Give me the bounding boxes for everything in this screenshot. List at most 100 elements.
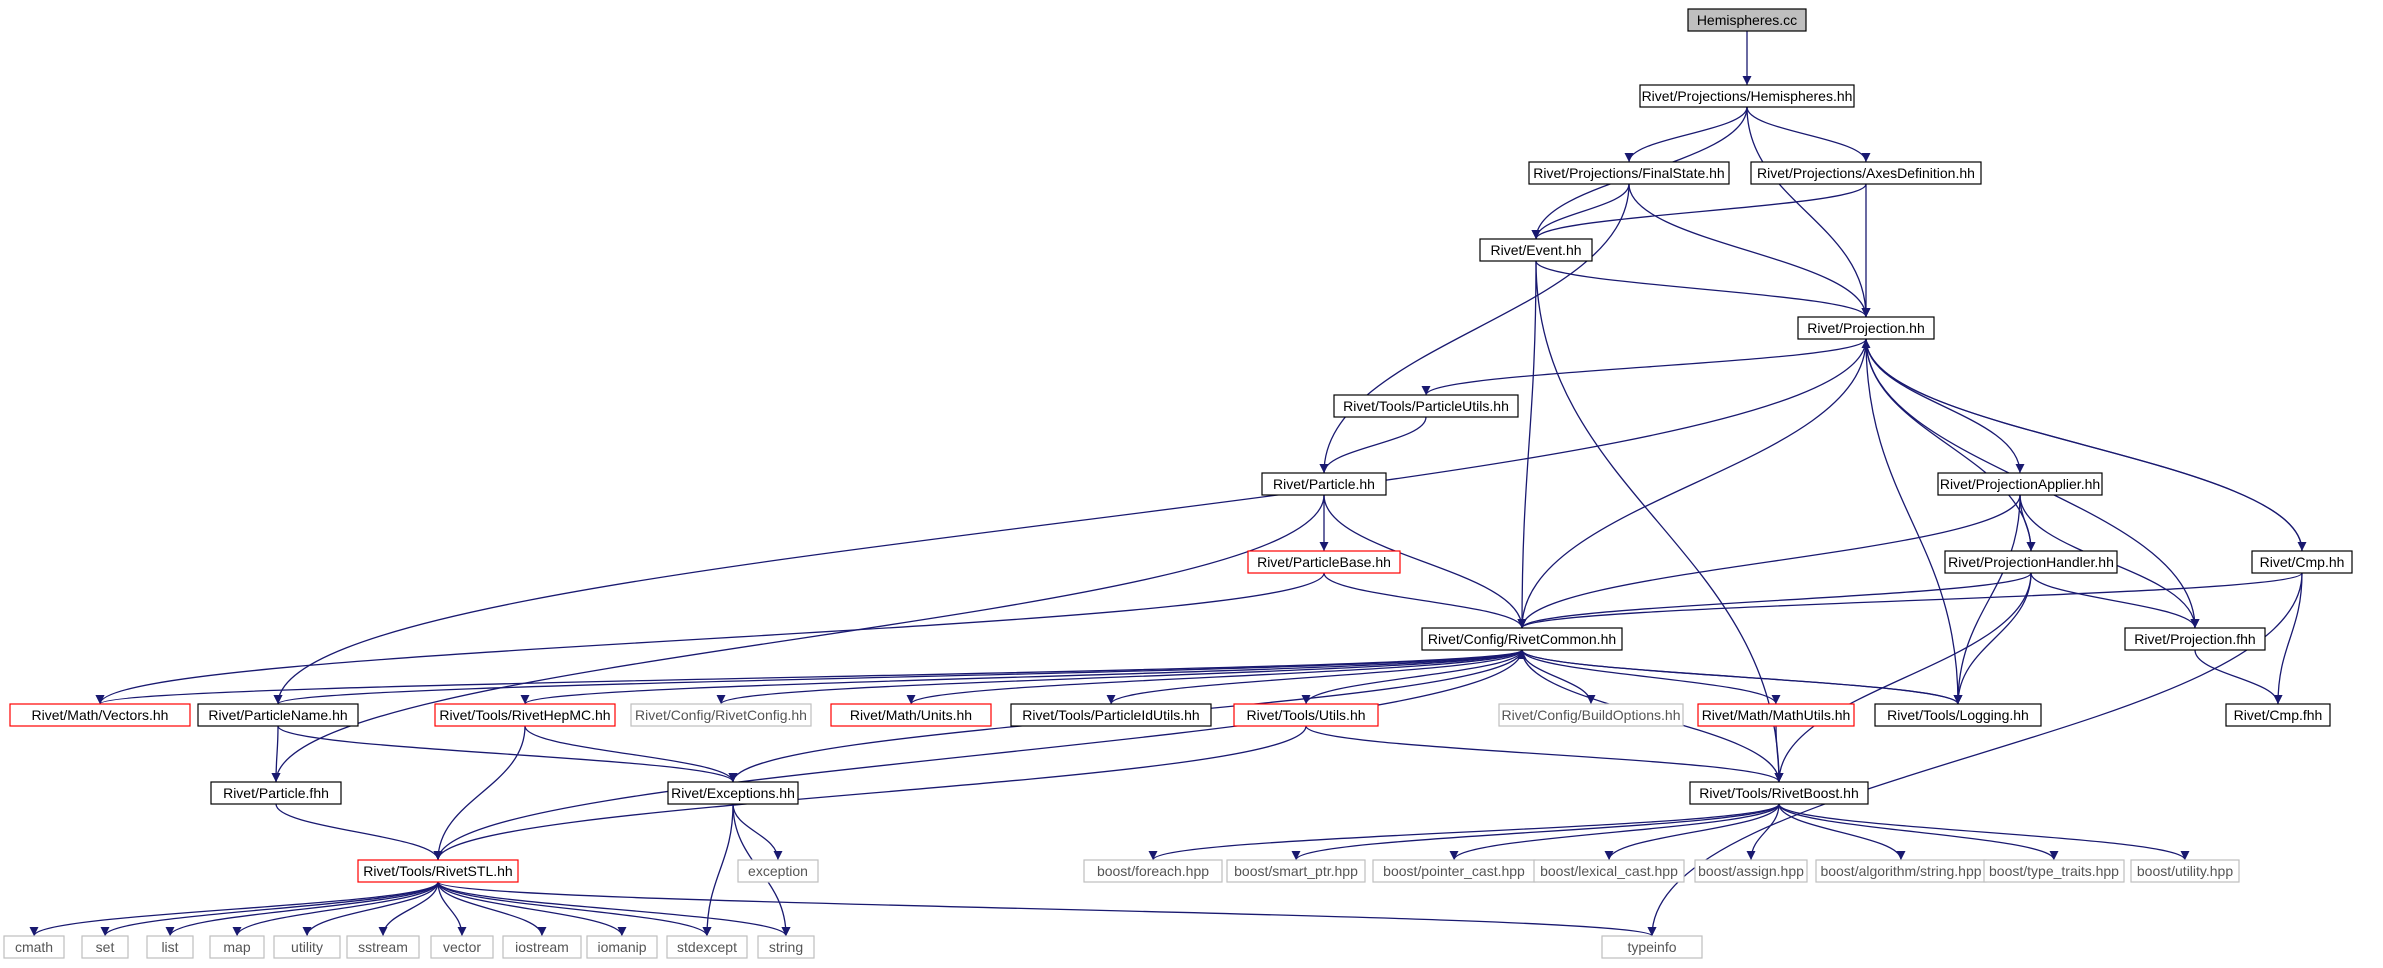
node-rivet-tools-logging-hh[interactable]: Rivet/Tools/Logging.hh <box>1874 703 2042 727</box>
node-label: Rivet/Event.hh <box>1490 242 1581 258</box>
node-box <box>1010 703 1212 727</box>
edge-rivet-projection-fhh-to-rivet-cmp-fhh <box>2194 649 2283 705</box>
node-cmath: cmath <box>3 935 65 959</box>
edge-rivet-projections-axesdefinition-hh-to-rivet-event-hh <box>1531 183 1867 240</box>
edge-rivet-tools-rivetstl-hh-to-typeinfo <box>437 881 1657 937</box>
node-rivet-math-units-hh[interactable]: Rivet/Math/Units.hh <box>830 703 992 727</box>
node-rivet-tools-particleidutils-hh[interactable]: Rivet/Tools/ParticleIdUtils.hh <box>1010 703 1212 727</box>
node-rivet-event-hh[interactable]: Rivet/Event.hh <box>1479 238 1593 262</box>
node-box <box>1498 703 1684 727</box>
node-label: Rivet/ProjectionApplier.hh <box>1940 476 2100 492</box>
node-rivet-config-rivetcommon-hh[interactable]: Rivet/Config/RivetCommon.hh <box>1421 627 1623 651</box>
node-iostream: iostream <box>502 935 582 959</box>
node-iomanip: iomanip <box>586 935 658 959</box>
edge-rivet-config-rivetcommon-hh-to-rivet-tools-rivetstl-hh <box>433 649 1523 861</box>
edge-rivet-tools-rivetboost-hh-to-boost-algorithm-string-hpp <box>1778 803 1906 861</box>
node-box <box>737 859 819 883</box>
node-label: Rivet/Particle.hh <box>1273 476 1375 492</box>
node-box <box>1944 550 2118 574</box>
node-box <box>209 935 265 959</box>
node-label: vector <box>443 939 481 955</box>
node-rivet-tools-utils-hh[interactable]: Rivet/Tools/Utils.hh <box>1233 703 1379 727</box>
edge-rivet-tools-rivetstl-hh-to-iostream <box>437 881 547 937</box>
edge-rivet-config-rivetcommon-hh-to-rivet-config-rivetconfig-hh <box>716 649 1523 705</box>
edge-rivet-config-rivetcommon-hh-to-rivet-tools-rivethepmc-hh <box>520 649 1523 705</box>
node-hemispheres-cc[interactable]: Hemispheres.cc <box>1687 8 1807 32</box>
edge-rivet-config-rivetcommon-hh-to-rivet-math-mathutils-hh <box>1521 649 1781 705</box>
node-rivet-math-vectors-hh[interactable]: Rivet/Math/Vectors.hh <box>9 703 191 727</box>
node-label: boost/smart_ptr.hpp <box>1234 863 1358 879</box>
edge-rivet-tools-rivetboost-hh-to-boost-assign-hpp <box>1746 803 1780 861</box>
node-box <box>1233 703 1379 727</box>
node-box <box>81 935 129 959</box>
node-label: Rivet/Math/Vectors.hh <box>32 707 169 723</box>
node-rivet-tools-rivethepmc-hh[interactable]: Rivet/Tools/RivetHepMC.hh <box>434 703 616 727</box>
node-box <box>1083 859 1223 883</box>
node-label: Rivet/ProjectionHandler.hh <box>1948 554 2114 570</box>
node-rivet-config-rivetconfig-hh: Rivet/Config/RivetConfig.hh <box>630 703 812 727</box>
node-rivet-tools-rivetboost-hh[interactable]: Rivet/Tools/RivetBoost.hh <box>1689 781 1869 805</box>
edge-rivet-tools-rivethepmc-hh-to-rivet-tools-rivetstl-hh <box>433 725 526 861</box>
node-rivet-projection-hh[interactable]: Rivet/Projection.hh <box>1797 316 1935 340</box>
edge-rivet-projections-hemispheres-hh-to-rivet-projections-axesdefinition-hh <box>1746 106 1871 163</box>
edge-rivet-tools-particleutils-hh-to-rivet-particle-hh <box>1319 416 1427 474</box>
edge-rivet-projections-hemispheres-hh-to-rivet-projection-hh <box>1746 106 1871 318</box>
node-box <box>2130 859 2240 883</box>
node-box <box>1750 161 1982 185</box>
node-box <box>757 935 815 959</box>
node-label: Rivet/Tools/ParticleIdUtils.hh <box>1022 707 1199 723</box>
node-label: boost/assign.hpp <box>1698 863 1804 879</box>
node-rivet-projection-fhh[interactable]: Rivet/Projection.fhh <box>2124 627 2266 651</box>
node-box <box>2225 703 2331 727</box>
node-rivet-particlename-hh[interactable]: Rivet/ParticleName.hh <box>197 703 359 727</box>
node-label: exception <box>748 863 808 879</box>
edge-rivet-tools-rivetboost-hh-to-boost-lexical-cast-hpp <box>1604 803 1780 861</box>
node-rivet-projections-finalstate-hh[interactable]: Rivet/Projections/FinalState.hh <box>1528 161 1730 185</box>
node-label: boost/utility.hpp <box>2137 863 2233 879</box>
node-rivet-particle-hh[interactable]: Rivet/Particle.hh <box>1261 472 1387 496</box>
node-box <box>1797 316 1935 340</box>
node-boost-type-traits-hpp: boost/type_traits.hpp <box>1983 859 2125 883</box>
edge-rivet-config-rivetcommon-hh-to-rivet-tools-utils-hh <box>1301 649 1523 705</box>
edge-rivet-cmp-hh-to-rivet-cmp-fhh <box>2273 572 2303 705</box>
edge-rivet-tools-rivetstl-hh-to-stdexcept <box>437 881 712 937</box>
node-rivet-projections-hemispheres-hh[interactable]: Rivet/Projections/Hemispheres.hh <box>1639 84 1855 108</box>
node-rivet-tools-particleutils-hh[interactable]: Rivet/Tools/ParticleUtils.hh <box>1333 394 1519 418</box>
node-box <box>1937 472 2103 496</box>
node-rivet-particle-fhh[interactable]: Rivet/Particle.fhh <box>210 781 342 805</box>
node-rivet-cmp-fhh[interactable]: Rivet/Cmp.fhh <box>2225 703 2331 727</box>
node-box <box>210 781 342 805</box>
node-box <box>1639 84 1855 108</box>
node-box <box>1528 161 1730 185</box>
node-rivet-math-mathutils-hh[interactable]: Rivet/Math/MathUtils.hh <box>1697 703 1855 727</box>
node-box <box>630 703 812 727</box>
node-box <box>1983 859 2125 883</box>
edge-rivet-tools-rivetstl-hh-to-utility <box>302 881 439 937</box>
edge-rivet-tools-rivetstl-hh-to-string <box>437 881 791 937</box>
node-box <box>1333 394 1519 418</box>
node-rivet-cmp-hh[interactable]: Rivet/Cmp.hh <box>2251 550 2353 574</box>
node-box <box>357 859 519 883</box>
node-box <box>667 781 799 805</box>
node-rivet-projectionapplier-hh[interactable]: Rivet/ProjectionApplier.hh <box>1937 472 2103 496</box>
node-label: boost/type_traits.hpp <box>1989 863 2119 879</box>
edge-rivet-tools-rivetboost-hh-to-boost-pointer-cast-hpp <box>1449 803 1780 861</box>
node-label: Rivet/Projection.hh <box>1807 320 1925 336</box>
edge-rivet-projections-hemispheres-hh-to-rivet-projections-finalstate-hh <box>1624 106 1748 163</box>
node-set: set <box>81 935 129 959</box>
edge-rivet-projection-hh-to-rivet-config-rivetcommon-hh <box>1517 338 1867 629</box>
node-exception: exception <box>737 859 819 883</box>
edge-rivet-projections-finalstate-hh-to-rivet-projection-hh <box>1628 183 1871 318</box>
node-label: map <box>223 939 250 955</box>
node-rivet-exceptions-hh[interactable]: Rivet/Exceptions.hh <box>667 781 799 805</box>
node-rivet-tools-rivetstl-hh[interactable]: Rivet/Tools/RivetSTL.hh <box>357 859 519 883</box>
node-label: Hemispheres.cc <box>1697 12 1797 28</box>
edge-rivet-config-rivetcommon-hh-to-rivet-math-vectors-hh <box>95 649 1523 705</box>
node-box <box>666 935 748 959</box>
edge-rivet-projection-hh-to-rivet-particlename-hh <box>273 338 1867 705</box>
node-label: Rivet/Tools/RivetBoost.hh <box>1699 785 1859 801</box>
node-box <box>502 935 582 959</box>
node-rivet-particlebase-hh[interactable]: Rivet/ParticleBase.hh <box>1247 550 1401 574</box>
node-rivet-projectionhandler-hh[interactable]: Rivet/ProjectionHandler.hh <box>1944 550 2118 574</box>
node-rivet-projections-axesdefinition-hh[interactable]: Rivet/Projections/AxesDefinition.hh <box>1750 161 1982 185</box>
